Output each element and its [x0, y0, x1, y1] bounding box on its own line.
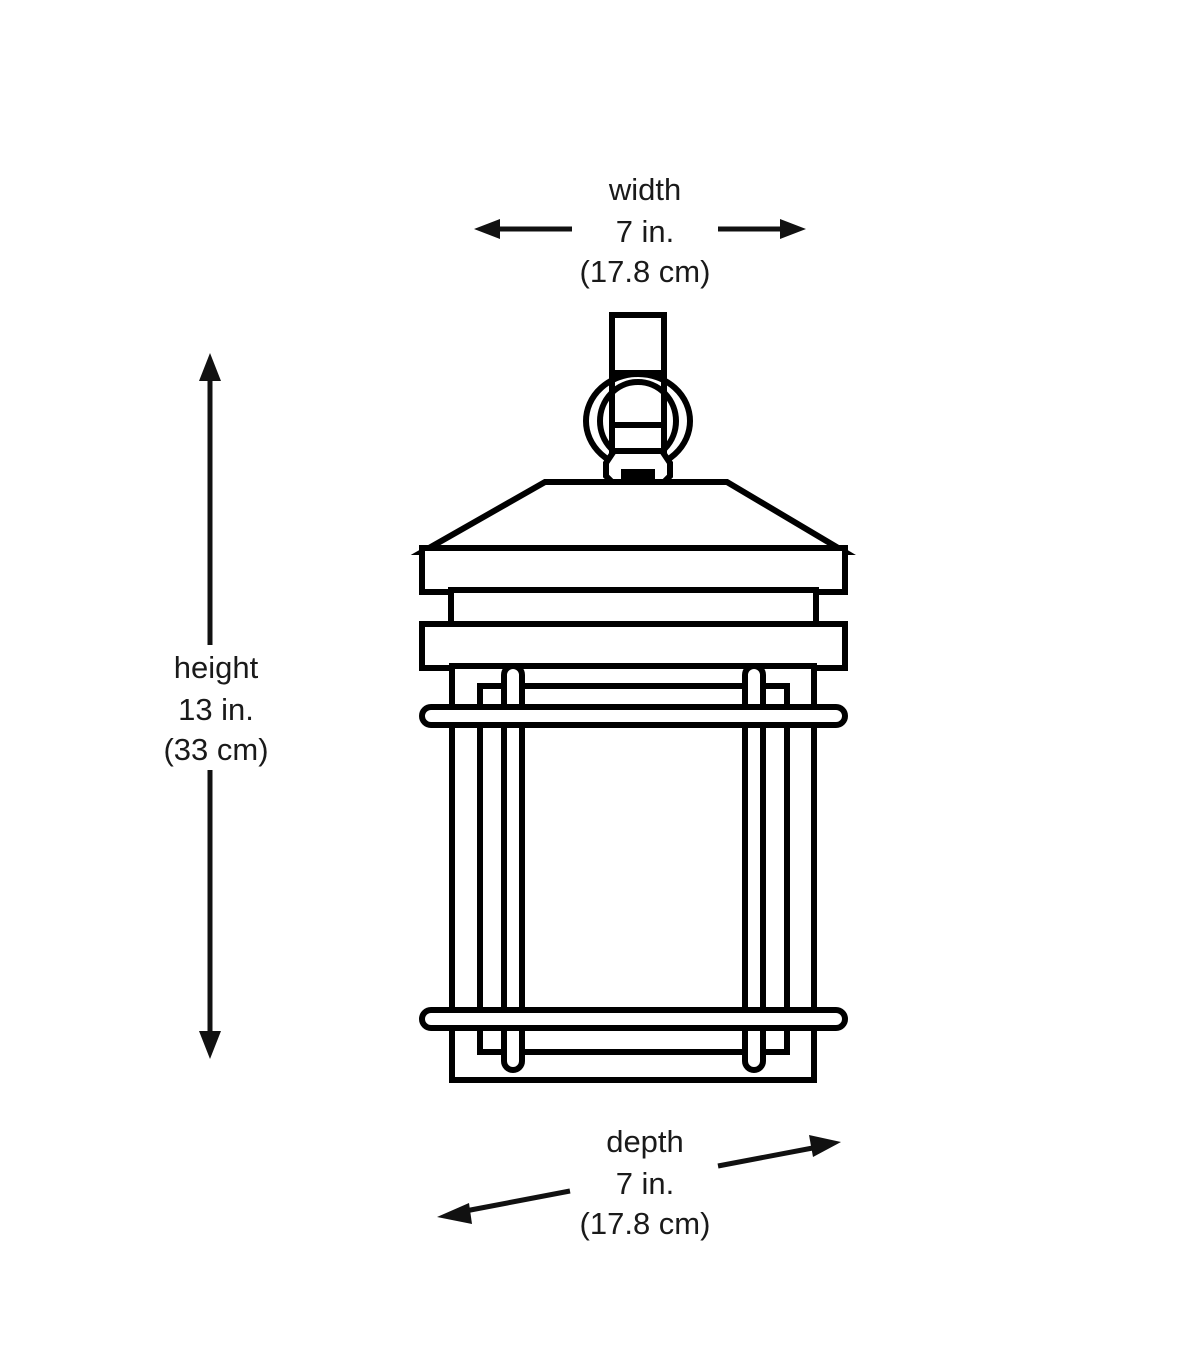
cross-bar-upper — [419, 704, 848, 728]
width-arrow-right — [718, 219, 806, 239]
depth-value-metric: (17.8 cm) — [580, 1206, 711, 1241]
depth-dimension-group: depth 7 in. (17.8 cm) — [437, 1124, 841, 1241]
depth-arrow-lower-left — [437, 1188, 571, 1224]
height-value-metric: (33 cm) — [163, 732, 268, 767]
width-label: width — [608, 172, 681, 207]
width-arrow-left — [474, 219, 572, 239]
lantern-illustration — [410, 312, 856, 1083]
lantern-roof — [410, 479, 856, 555]
depth-arrow-upper-right — [717, 1135, 841, 1169]
height-arrow-down — [199, 770, 221, 1059]
width-value-metric: (17.8 cm) — [580, 254, 711, 289]
vertical-rod-right — [742, 663, 766, 1073]
depth-value-imperial: 7 in. — [616, 1166, 675, 1201]
vertical-rods — [501, 663, 766, 1073]
height-label: height — [174, 650, 259, 685]
depth-label: depth — [606, 1124, 684, 1159]
glass-panel — [477, 683, 790, 1055]
vertical-rod-left — [501, 663, 525, 1073]
width-value-imperial: 7 in. — [616, 214, 675, 249]
upper-band — [419, 545, 848, 595]
cross-bar-lower — [419, 1007, 848, 1031]
height-value-imperial: 13 in. — [178, 692, 254, 727]
height-dimension-group: height 13 in. (33 cm) — [163, 353, 269, 1059]
decorative-ring-loop — [583, 371, 693, 487]
height-arrow-up — [199, 353, 221, 645]
shoulder-band — [419, 621, 848, 671]
width-dimension-group: width 7 in. (17.8 cm) — [474, 172, 806, 289]
